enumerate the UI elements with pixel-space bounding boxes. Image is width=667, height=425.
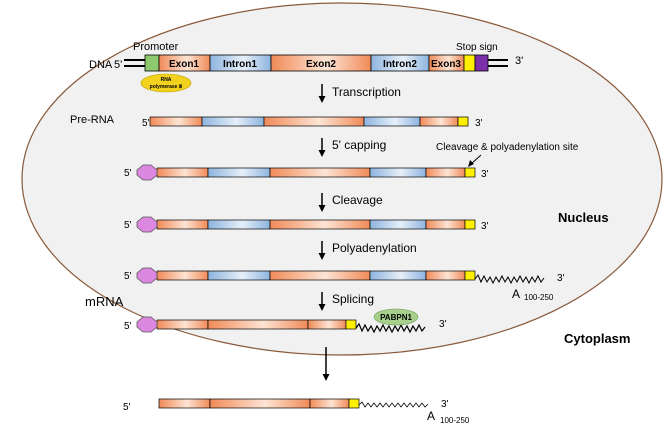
cleaved-three-prime: 3' <box>481 221 489 232</box>
pre-rna-three-prime: 3' <box>475 118 483 129</box>
rna-polymerase <box>140 73 192 93</box>
pre-rna-five-prime: 5' <box>142 118 150 129</box>
promoter-box <box>144 54 160 72</box>
capped-five-prime: 5' <box>124 168 132 179</box>
dna-label: DNA <box>89 59 113 71</box>
polyadenylation-step: Polyadenylation <box>318 241 417 260</box>
polyadenylated-row: 5' 3' A 100-250 <box>124 267 565 302</box>
polya-five-prime: 5' <box>124 271 132 282</box>
five-prime-cap <box>136 164 158 181</box>
intron1-label: Intron1 <box>223 59 257 70</box>
five-prime-cap <box>136 316 158 333</box>
cleavage-site-pointer <box>470 154 482 165</box>
export-step <box>322 347 330 381</box>
cytoplasm-label: Cytoplasm <box>564 331 630 346</box>
capping-step: 5' capping <box>318 138 386 157</box>
pabpn1-protein <box>373 308 419 326</box>
step-splicing-label: Splicing <box>332 292 374 306</box>
transcription-step: Transcription <box>318 84 401 103</box>
step-polyadenylation-label: Polyadenylation <box>332 241 417 255</box>
splicing-step: Splicing <box>318 292 374 311</box>
cyto-polya-a-label: A <box>427 409 435 423</box>
poly-a-tail <box>358 401 429 408</box>
polya-range-label: 100-250 <box>524 293 554 302</box>
cleaved-five-prime: 5' <box>124 220 132 231</box>
mrna-five-prime: 5' <box>124 321 132 332</box>
rna-polymerase-label-2: polymerase Ⅲ <box>150 83 183 90</box>
mrna-label: mRNA <box>85 294 124 309</box>
step-capping-label: 5' capping <box>332 138 386 152</box>
pre-rna-label: Pre-RNA <box>70 114 115 126</box>
spliced-mrna-row: mRNA 5' PABPN1 3' <box>85 294 447 334</box>
nucleus-label: Nucleus <box>558 210 609 225</box>
capped-row: 5' 3' Cleavage & polyadenylation site <box>124 142 579 181</box>
pre-rna-row: Pre-RNA 5' 3' <box>70 114 483 129</box>
poly-a-tail <box>474 274 545 285</box>
exon1-label: Exon1 <box>169 59 199 70</box>
nucleus-boundary <box>21 2 663 356</box>
dna-row: DNA 5' 3' Exon1 Intron1 Exon2 Intron2 Ex… <box>89 41 523 93</box>
cyto-polya-range-label: 100-250 <box>440 416 470 425</box>
capped-three-prime: 3' <box>481 169 489 180</box>
promoter-label: Promoter <box>133 41 179 53</box>
polya-a-label: A <box>512 287 520 301</box>
polya-three-prime: 3' <box>557 273 565 284</box>
exon3-label: Exon3 <box>431 59 461 70</box>
cyto-five-prime: 5' <box>123 402 131 413</box>
cleavage-step: Cleavage <box>318 193 383 212</box>
cleaved-row: 5' 3' <box>124 216 489 233</box>
dna-three-prime-label: 3' <box>515 55 523 67</box>
five-prime-cap <box>136 216 158 233</box>
cytoplasm-mrna-row: 5' 3' A 100-250 <box>123 398 470 425</box>
mrna-three-prime: 3' <box>439 319 447 330</box>
cyto-three-prime: 3' <box>441 399 449 410</box>
exon2-label: Exon2 <box>306 59 336 70</box>
dna-five-prime-label: 5' <box>114 59 122 71</box>
stop-sign-label: Stop sign <box>456 42 498 53</box>
step-transcription-label: Transcription <box>332 85 401 99</box>
pabpn1-label: PABPN1 <box>380 313 412 322</box>
step-cleavage-label: Cleavage <box>332 193 383 207</box>
stop-yellow-box <box>463 54 476 72</box>
stop-purple-box <box>474 54 489 72</box>
rna-polymerase-label-1: RNA <box>161 77 172 83</box>
intron2-label: Intron2 <box>383 59 417 70</box>
five-prime-cap <box>136 267 158 284</box>
poly-a-tail <box>355 322 426 334</box>
cleavage-site-label: Cleavage & polyadenylation site <box>436 142 579 153</box>
